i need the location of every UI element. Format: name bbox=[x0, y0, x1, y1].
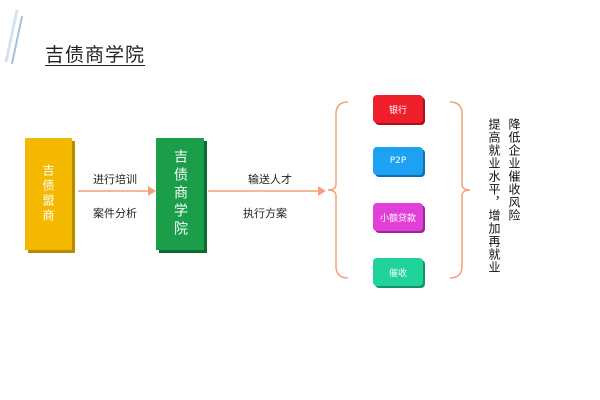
target-bank: 银行 bbox=[373, 95, 423, 123]
target-microloan-label: 小额贷款 bbox=[379, 213, 416, 224]
target-collection-label: 催收 bbox=[388, 268, 407, 279]
source-box: 吉债盟商 bbox=[25, 138, 72, 250]
arrow-1-top-label: 进行培训 bbox=[93, 173, 137, 186]
arrow-2-top-label: 输送人才 bbox=[248, 173, 292, 186]
target-p2p: P2P bbox=[373, 147, 423, 175]
target-collection: 催收 bbox=[373, 258, 423, 286]
source-box-label: 吉债盟商 bbox=[41, 164, 55, 224]
middle-box-label: 吉债商学院 bbox=[172, 149, 188, 239]
middle-box: 吉债商学院 bbox=[156, 138, 204, 250]
outcome-reduce-risk: 降低企业催收风险 bbox=[507, 118, 521, 222]
target-microloan: 小额贷款 bbox=[373, 203, 423, 231]
arrow-2 bbox=[208, 186, 326, 196]
arrow-1 bbox=[78, 186, 156, 196]
page-title: 吉债商学院 bbox=[45, 44, 146, 66]
right-bracket bbox=[449, 101, 471, 279]
outcome-employment: 提高就业水平，增加再就业 bbox=[487, 118, 501, 274]
arrow-1-bottom-label: 案件分析 bbox=[93, 207, 137, 220]
left-bracket bbox=[327, 101, 349, 279]
target-p2p-label: P2P bbox=[389, 156, 407, 166]
target-bank-label: 银行 bbox=[388, 105, 407, 116]
arrow-2-bottom-label: 执行方案 bbox=[243, 207, 287, 220]
